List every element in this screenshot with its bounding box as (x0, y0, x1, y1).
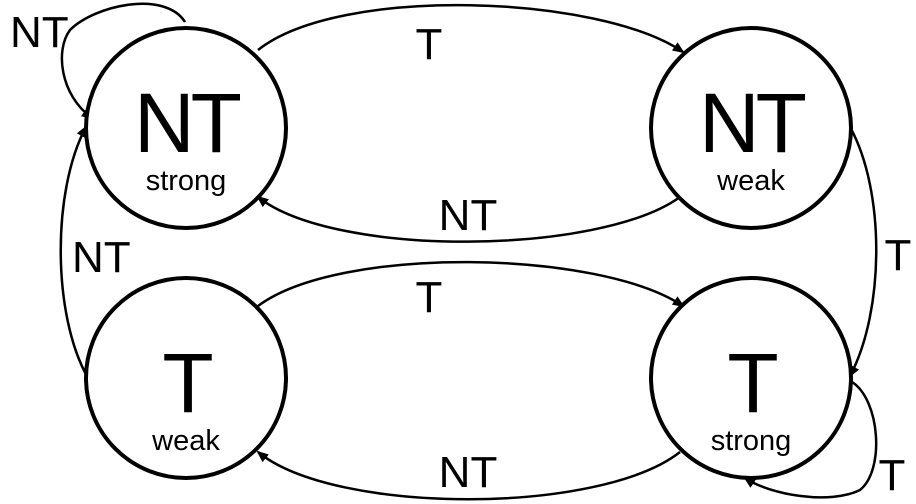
state-t-strong-strength: strong (711, 425, 792, 457)
state-t-weak-prediction: T (162, 336, 212, 430)
edge-label-nt-weak-to-nt-strong: NT (439, 191, 498, 240)
edge-label-t-weak-to-t-strong: T (416, 273, 443, 322)
edge-nt-strong-to-nt-weak (257, 3, 685, 54)
edge-label-t-strong-self: T (879, 451, 906, 500)
edge-t-weak-to-t-strong (257, 260, 685, 308)
state-nt-strong-strength: strong (146, 165, 227, 197)
edge-label-nt-strong-self: NT (10, 8, 69, 57)
edge-label-nt-weak-to-t-strong: T (885, 231, 912, 280)
state-nt-weak: NT weak (649, 26, 853, 230)
edge-nt-weak-to-t-strong (848, 126, 878, 378)
edge-t-strong-self (743, 380, 878, 499)
state-t-weak: T weak (84, 276, 288, 480)
state-t-strong: T strong (649, 276, 853, 480)
edge-t-strong-to-t-weak (256, 450, 681, 501)
state-nt-weak-prediction: NT (699, 76, 806, 170)
edge-nt-strong-self (60, 2, 187, 120)
edge-label-nt-strong-to-nt-weak: T (416, 20, 443, 69)
edge-nt-weak-to-nt-strong (256, 195, 681, 243)
state-t-weak-strength: weak (151, 425, 220, 457)
edge-label-t-strong-to-t-weak: NT (439, 448, 498, 497)
state-t-strong-prediction: T (727, 336, 777, 430)
state-nt-weak-strength: weak (716, 165, 785, 197)
state-nt-strong: NT strong (84, 26, 288, 230)
state-nt-strong-prediction: NT (134, 76, 241, 170)
edge-t-weak-to-nt-strong (59, 125, 90, 379)
edge-label-t-weak-to-nt-strong: NT (72, 233, 131, 282)
